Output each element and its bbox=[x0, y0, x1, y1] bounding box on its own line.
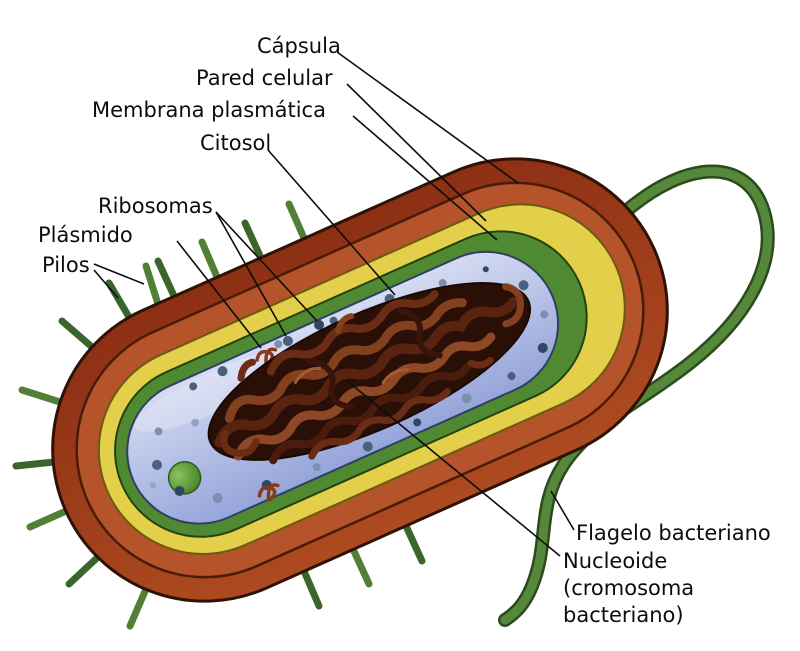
leader-line-citosol bbox=[267, 149, 396, 296]
label-plasmido: Plásmido bbox=[38, 223, 133, 247]
label-citosol: Citosol bbox=[200, 131, 272, 155]
label-nucleoide-line-2: (cromosoma bbox=[563, 576, 695, 600]
ribosome-dot-pointed-1 bbox=[282, 335, 293, 346]
leader-line-pared bbox=[346, 83, 487, 222]
nucleoid-mass bbox=[207, 282, 532, 465]
green-granule bbox=[167, 461, 202, 495]
flagellum bbox=[498, 164, 775, 627]
label-ribosomas: Ribosomas bbox=[98, 194, 213, 218]
leader-line-membrana bbox=[352, 115, 498, 241]
leader-line-pilos-2 bbox=[93, 269, 119, 299]
plasmid-squiggle-2 bbox=[257, 483, 280, 502]
leader-lines bbox=[93, 51, 575, 557]
ribosomes bbox=[149, 266, 549, 504]
ribosome-dot-pointed-2 bbox=[314, 319, 325, 330]
leader-line-nucleoide bbox=[345, 379, 561, 557]
leader-line-ribosomas-2 bbox=[215, 211, 318, 322]
label-pilos: Pilos bbox=[42, 253, 90, 277]
leader-line-plasmido bbox=[176, 240, 262, 349]
leader-line-flagelo bbox=[550, 490, 575, 531]
label-nucleoide: Nucleoide (cromosoma bacteriano) bbox=[563, 548, 694, 629]
label-capsula: Cápsula bbox=[257, 34, 341, 58]
leader-line-pilos-1 bbox=[93, 263, 145, 285]
leader-line-capsula bbox=[336, 51, 519, 184]
label-membrana-plasmatica: Membrana plasmática bbox=[92, 98, 326, 122]
leader-line-ribosomas-1 bbox=[215, 211, 287, 337]
pili bbox=[12, 200, 426, 630]
label-pared-celular: Pared celular bbox=[196, 66, 333, 90]
label-nucleoide-line-3: bacteriano) bbox=[563, 603, 684, 627]
label-nucleoide-line-1: Nucleoide bbox=[563, 549, 668, 573]
label-flagelo-bacteriano: Flagelo bacteriano bbox=[576, 521, 771, 545]
